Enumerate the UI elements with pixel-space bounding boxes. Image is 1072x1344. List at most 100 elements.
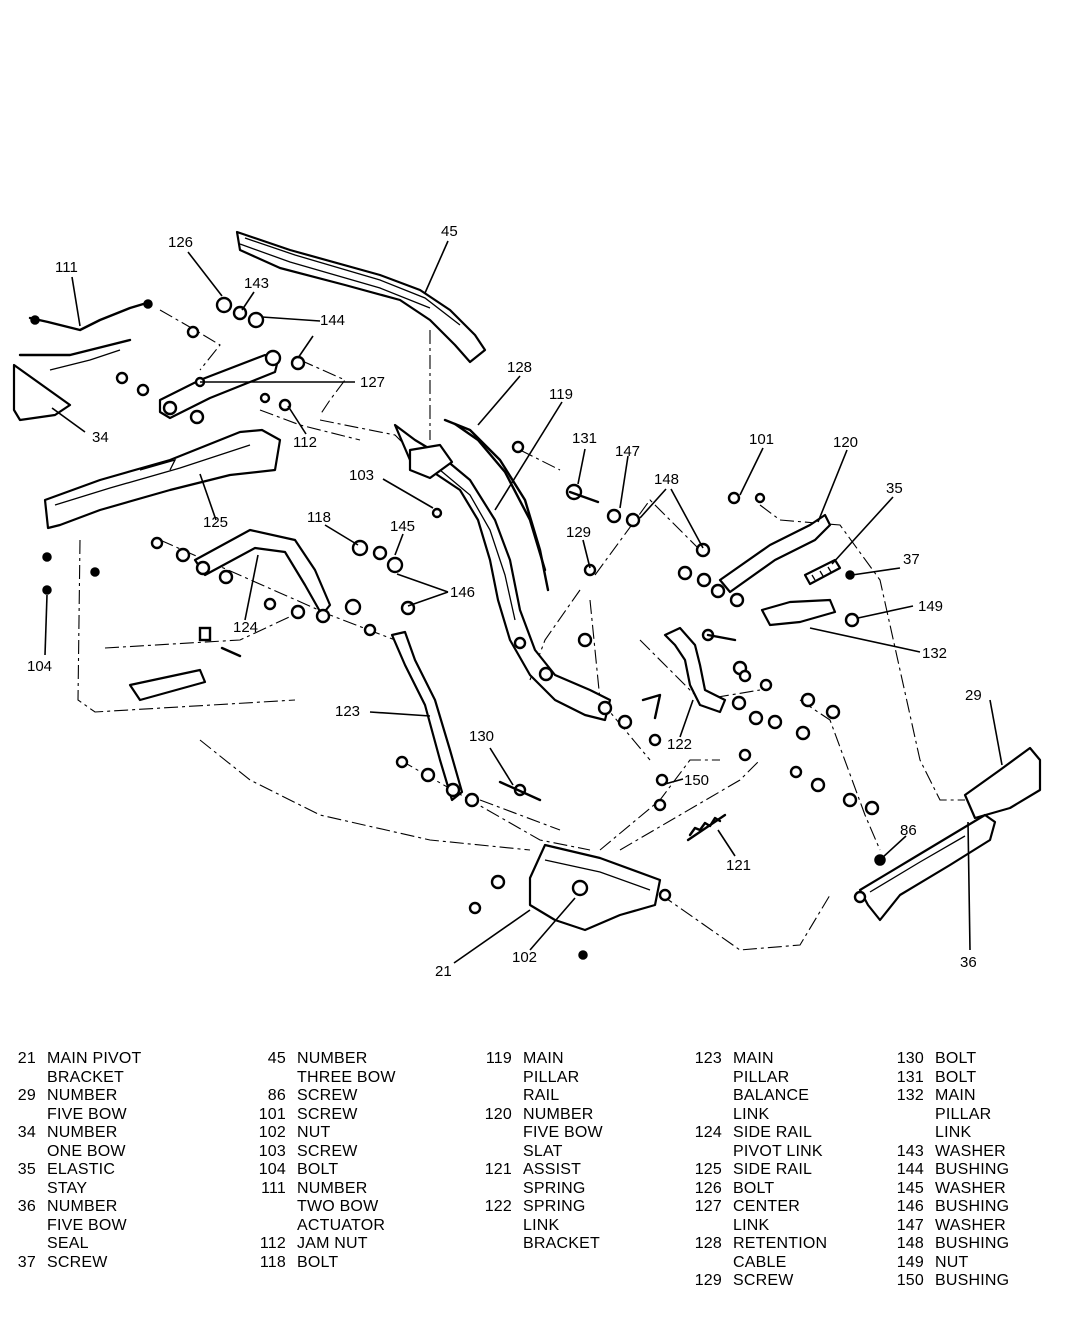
callout-150: 150: [684, 772, 709, 789]
part-name: NUT: [935, 1253, 969, 1271]
callout-144: 144: [320, 312, 345, 329]
part-name: RETENTION CABLE: [733, 1235, 828, 1271]
part-number: 125: [694, 1161, 722, 1178]
exploded-parts-diagram: 45 126 111 143 144 127 128 119 34 112 10…: [12, 223, 1042, 980]
part-number: 111: [261, 1179, 286, 1197]
part-number: 129: [694, 1272, 722, 1289]
callout-126: 126: [168, 234, 193, 251]
center-link: [158, 353, 280, 420]
part-number: 145: [896, 1179, 924, 1197]
callout-35: 35: [886, 480, 903, 497]
part-number: 132: [896, 1087, 924, 1104]
retention-cable: [443, 418, 550, 592]
part-number: 34: [17, 1124, 36, 1141]
callout-21: 21: [435, 963, 452, 980]
part-name: BOLT: [935, 1050, 977, 1067]
callout-121: 121: [726, 857, 751, 874]
callout-36: 36: [960, 954, 977, 971]
part-number: 120: [484, 1105, 512, 1123]
part-number: 119: [485, 1050, 512, 1067]
main-pillar-balance-link: [390, 630, 464, 802]
part-number: 37: [17, 1253, 36, 1271]
part-name: ASSIST SPRING: [523, 1161, 586, 1197]
part-name: NUT: [297, 1124, 331, 1141]
legend-entry: 34 NUMBER ONE BOW: [0, 1124, 141, 1161]
callout-118: 118: [307, 509, 331, 526]
part-name: WASHER: [935, 1216, 1006, 1234]
part-name: MAIN PILLAR BALANCE LINK: [733, 1050, 810, 1123]
callout-111: 111: [55, 259, 78, 276]
part-name: NUMBER FIVE BOW: [47, 1087, 127, 1123]
legend-entry: 128 RETENTION CABLE: [686, 1235, 827, 1272]
main-pillar-link: [760, 598, 837, 627]
assist-spring: [686, 813, 727, 842]
callout-132: 132: [922, 645, 947, 662]
callout-122: 122: [667, 736, 692, 753]
part-number: 143: [896, 1142, 924, 1160]
part-number: 148: [896, 1235, 924, 1252]
part-name: NUMBER ONE BOW: [47, 1124, 126, 1160]
part-name: WASHER: [935, 1142, 1006, 1160]
callout-119: 119: [549, 386, 573, 403]
part-name: SPRING LINK BRACKET: [523, 1198, 600, 1252]
legend-entry: 143 WASHER: [888, 1143, 1009, 1162]
fasteners: [42, 296, 886, 960]
callout-101: 101: [749, 431, 774, 448]
part-number: 146: [896, 1198, 924, 1215]
part-name: JAM NUT: [297, 1235, 368, 1252]
part-number: 128: [694, 1235, 722, 1252]
legend-entry: 29 NUMBER FIVE BOW: [0, 1087, 141, 1124]
number-three-bow: [235, 230, 487, 364]
callout-112: 112: [293, 434, 317, 451]
part-number: 121: [484, 1161, 512, 1178]
part-number: 29: [17, 1087, 36, 1104]
part-name: BUSHING: [935, 1235, 1010, 1252]
side-rail: [43, 428, 282, 530]
callout-129: 129: [566, 524, 591, 541]
part-name: NUMBER THREE BOW: [297, 1050, 396, 1086]
part-name: SCREW: [297, 1105, 358, 1123]
callout-147: 147: [615, 443, 640, 460]
part-number: 102: [258, 1124, 286, 1141]
callout-143: 143: [244, 275, 269, 292]
callout-103: 103: [349, 467, 374, 484]
part-name: SCREW: [733, 1272, 794, 1289]
part-number: 104: [258, 1161, 286, 1178]
part-number: 36: [17, 1198, 36, 1215]
part-name: SCREW: [47, 1253, 108, 1271]
part-name: BOLT: [935, 1068, 977, 1086]
part-number: 131: [896, 1068, 924, 1086]
part-name: WASHER: [935, 1179, 1006, 1197]
part-number: 130: [896, 1050, 924, 1067]
part-name: ELASTIC STAY: [47, 1161, 116, 1197]
part-name: SCREW: [297, 1087, 358, 1104]
part-number: 86: [267, 1087, 286, 1104]
callout-149: 149: [918, 598, 943, 615]
main-pivot-bracket: [528, 843, 662, 932]
number-five-bow: [963, 746, 1042, 820]
part-name: BUSHING: [935, 1198, 1010, 1215]
legend-entry: 131 BOLT: [888, 1069, 1009, 1088]
number-two-bow-actuator: [18, 299, 153, 371]
part-name: BUSHING: [935, 1161, 1010, 1178]
part-number: 123: [694, 1050, 722, 1067]
